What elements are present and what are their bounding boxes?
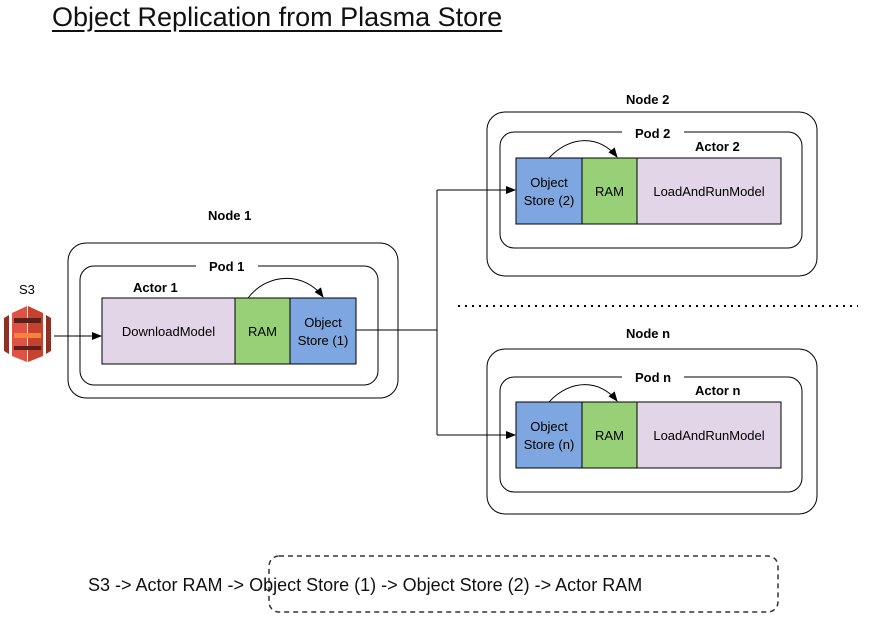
ram1-label: RAM bbox=[248, 324, 277, 339]
node2-box bbox=[486, 111, 818, 277]
flow-prefix: S3 -> Actor RAM -> bbox=[88, 575, 250, 595]
ramn-box bbox=[581, 401, 638, 469]
object-storen-box bbox=[515, 401, 583, 469]
object-store2-label-line2: Store (2) bbox=[524, 193, 575, 208]
object-store2-label-line1: Object bbox=[530, 175, 568, 190]
diagram-title: Object Replication from Plasma Store bbox=[52, 2, 503, 32]
node1-box bbox=[67, 242, 399, 399]
store2-to-ram2-arrow bbox=[548, 140, 618, 159]
object-store1-label-line2: Store (1) bbox=[298, 333, 349, 348]
s3-label: S3 bbox=[19, 282, 35, 297]
load-and-run-modeln-box bbox=[636, 401, 782, 469]
ram1-to-store1-arrow bbox=[247, 277, 324, 299]
load-and-run-modeln-label: LoadAndRunModel bbox=[653, 428, 764, 443]
noden-label: Node n bbox=[626, 326, 670, 341]
load-and-run-model2-box bbox=[636, 157, 782, 225]
storen-to-ramn-arrow bbox=[548, 384, 618, 403]
object-store2-box bbox=[515, 157, 583, 225]
load-and-run-model2-label: LoadAndRunModel bbox=[653, 184, 764, 199]
node2-label: Node 2 bbox=[626, 92, 669, 107]
ram1-box bbox=[234, 297, 291, 365]
actor1-label: Actor 1 bbox=[133, 280, 178, 295]
pod2-label: Pod 2 bbox=[635, 126, 670, 141]
ramn-label: RAM bbox=[595, 428, 624, 443]
aws-s3-bucket-icon bbox=[4, 306, 51, 362]
flow-highlighted: Object Store (1) -> Object Store (2) -> … bbox=[249, 575, 643, 595]
flow-summary: S3 -> Actor RAM -> Object Store (1) -> O… bbox=[88, 575, 642, 596]
node1-label: Node 1 bbox=[208, 208, 251, 223]
object-store1-label-line1: Object bbox=[304, 315, 342, 330]
noden-box bbox=[486, 348, 818, 515]
object-storen-label-line1: Object bbox=[530, 419, 568, 434]
flow-highlight-box bbox=[268, 555, 779, 613]
podn-label: Pod n bbox=[635, 370, 671, 385]
object-storen-label-line2: Store (n) bbox=[524, 437, 575, 452]
actor2-label: Actor 2 bbox=[695, 139, 740, 154]
object-store1-box bbox=[289, 297, 357, 365]
download-model-box bbox=[101, 297, 236, 365]
actorn-label: Actor n bbox=[695, 383, 741, 398]
ram2-label: RAM bbox=[595, 184, 624, 199]
download-model-label: DownloadModel bbox=[122, 324, 215, 339]
pod1-label: Pod 1 bbox=[209, 259, 244, 274]
